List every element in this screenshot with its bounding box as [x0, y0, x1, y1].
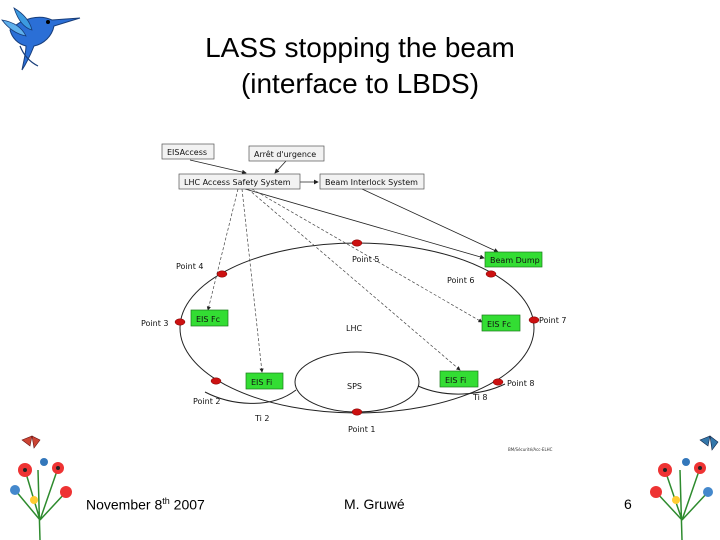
arrow-eis-access-to-lass: [189, 159, 247, 175]
lass-label: LHC Access Safety System: [184, 178, 291, 187]
arret-urgence-label: Arrêt d'urgence: [254, 149, 316, 159]
point-4-marker: [216, 270, 228, 278]
title-line-2: (interface to LBDS): [240, 68, 480, 99]
arrow-lass-to-eis-fc-p3: [206, 188, 239, 311]
eis-fc-p7-label: EIS Fc: [487, 320, 511, 329]
title-line-1: LASS stopping the beam: [205, 32, 515, 63]
hummingbird-logo: [1, 7, 81, 71]
arrow-arret-to-lass: [274, 160, 287, 174]
footer-page-number: 6: [624, 496, 632, 512]
eis-fc-p3-label: EIS Fc: [196, 315, 220, 324]
arrow-lass-to-eis-fi-right: [247, 188, 461, 371]
sps-label: SPS: [347, 382, 362, 391]
eis-access-label: EISAccess: [167, 148, 207, 157]
eis-fi-left-box: EIS Fi: [245, 372, 284, 390]
lass-box: LHC Access Safety System: [178, 173, 301, 190]
point-6-marker: [485, 270, 497, 278]
ti2-label: Ti 2: [254, 414, 270, 423]
slide-title: LASS stopping the beam (interface to LBD…: [120, 30, 600, 102]
eis-fi-right-box: EIS Fi: [439, 370, 479, 388]
point-2-marker: [210, 377, 222, 385]
eis-fi-left-label: EIS Fi: [251, 378, 272, 387]
point-5-marker: [351, 239, 363, 247]
footer-date: November 8th 2007: [86, 496, 205, 513]
arrow-lass-to-eis-fc-p7: [251, 188, 483, 323]
eis-fc-p7-box: EIS Fc: [481, 314, 521, 332]
point-3-marker: [174, 318, 186, 326]
footer-author: M. Gruwé: [344, 496, 405, 512]
point-4-label: Point 4: [176, 262, 204, 271]
point-6-label: Point 6: [447, 276, 475, 285]
arrow-bis-to-beam-dump: [361, 188, 499, 253]
point-8-marker: [492, 378, 504, 386]
file-note: BM/Sécurité/Acc-ELHC: [508, 447, 553, 452]
point-1-marker: [351, 408, 363, 416]
arrow-lass-to-eis-fi-left: [241, 188, 264, 373]
arret-urgence-box: Arrêt d'urgence: [248, 145, 325, 162]
ti8-line: [417, 383, 506, 395]
eis-access-box: EISAccess: [161, 143, 215, 160]
ti8-label: Ti 8: [472, 393, 488, 402]
point-8-label: Point 8: [507, 379, 535, 388]
arrow-lass-to-beam-dump: [244, 188, 485, 260]
bis-label: Beam Interlock System: [325, 178, 418, 187]
bis-box: Beam Interlock System: [319, 173, 425, 190]
flower-bouquet-right: [650, 435, 719, 540]
lhc-label: LHC: [346, 324, 362, 333]
point-5-label: Point 5: [352, 255, 380, 264]
beam-dump-box: Beam Dump: [484, 251, 543, 268]
eis-fi-right-label: EIS Fi: [445, 376, 466, 385]
point-1-label: Point 1: [348, 425, 376, 434]
point-3-label: Point 3: [141, 319, 169, 328]
point-7-label: Point 7: [539, 316, 567, 325]
ti2-line: [204, 389, 297, 404]
point-7-marker: [528, 316, 540, 324]
point-2-label: Point 2: [193, 397, 221, 406]
eis-fc-p3-box: EIS Fc: [190, 309, 229, 327]
flower-bouquet-left: [10, 435, 72, 540]
beam-dump-label: Beam Dump: [490, 256, 540, 265]
